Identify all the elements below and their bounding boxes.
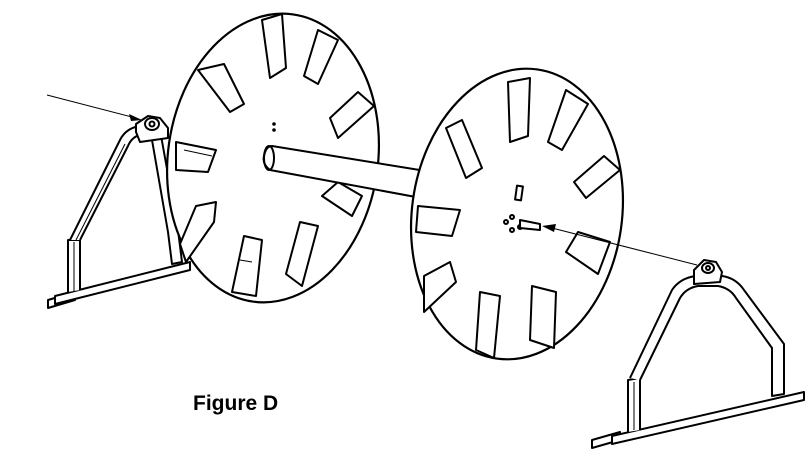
left-support-stand	[47, 125, 191, 309]
right-bearing	[693, 259, 723, 285]
right-pointer-arrow	[542, 224, 698, 266]
right-reel-disc	[409, 67, 625, 361]
left-pointer-arrow	[46, 94, 142, 121]
figure-caption: Figure D	[193, 392, 279, 415]
right-support-stand	[591, 275, 805, 449]
axle-tube	[262, 145, 433, 201]
left-bearing	[135, 115, 169, 143]
